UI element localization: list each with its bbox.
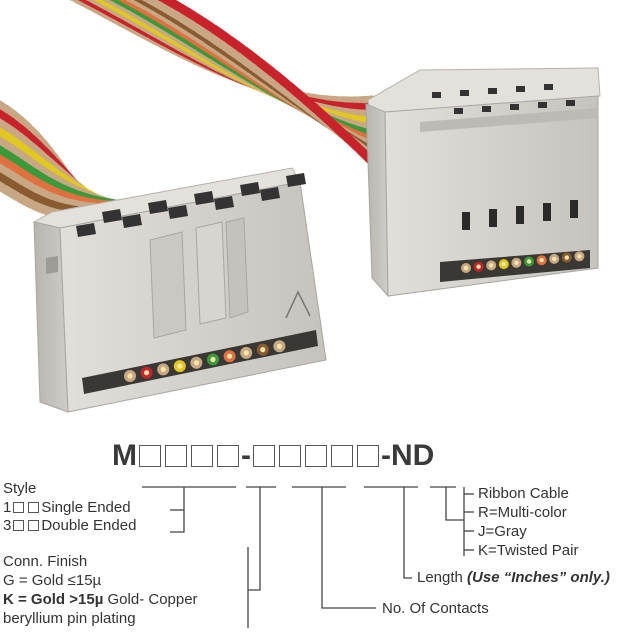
part-number-box <box>305 445 327 467</box>
part-number-box <box>139 445 161 467</box>
conn-finish-code: K = Gold >15µ <box>3 591 104 608</box>
length-note: (Use “Inches” only.) <box>467 569 610 586</box>
connector-right <box>365 67 601 298</box>
ribbon-cable-top <box>69 0 395 184</box>
style-option-code: 3 <box>3 517 12 534</box>
contacts-label: No. Of Contacts <box>382 600 489 617</box>
leader-lines <box>142 486 474 628</box>
style-option-single: 1 Single Ended <box>3 499 131 517</box>
style-option-label: Double Ended <box>41 517 137 534</box>
length-label: Length (Use “Inches” only.) <box>417 569 610 587</box>
code-box <box>13 520 25 531</box>
part-number-prefix: M <box>112 439 137 472</box>
part-number-box <box>357 445 379 467</box>
length-text: Length <box>417 569 468 586</box>
part-number-box <box>279 445 301 467</box>
part-number-box <box>191 445 213 467</box>
cable-option-twisted: K=Twisted Pair <box>478 542 579 559</box>
part-number: M - - ND <box>112 438 434 474</box>
conn-finish-heading: Conn. Finish <box>3 553 88 570</box>
cable-option-multicolor: R=Multi-color <box>478 504 567 521</box>
part-number-box <box>217 445 239 467</box>
cable-option-gray: J=Gray <box>478 523 527 540</box>
style-option-double: 3 Double Ended <box>3 517 136 535</box>
part-number-box <box>165 445 187 467</box>
part-number-box <box>253 445 275 467</box>
conn-finish-desc: Gold- Copper <box>103 591 198 608</box>
code-box <box>28 520 40 531</box>
part-number-separator: - <box>381 439 391 472</box>
code-box <box>13 502 25 513</box>
style-heading: Style <box>3 480 37 497</box>
style-option-code: 1 <box>3 499 12 516</box>
conn-finish-gold-standard: G = Gold ≤15µ <box>3 572 102 589</box>
style-option-label: Single Ended <box>41 499 131 516</box>
part-number-box <box>331 445 353 467</box>
part-number-separator: - <box>241 439 251 472</box>
cable-heading: Ribbon Cable <box>478 485 569 502</box>
connector-left <box>32 167 327 413</box>
cable-assembly-illustration <box>0 0 601 413</box>
conn-finish-plating: beryllium pin plating <box>3 610 136 627</box>
code-box <box>28 502 40 513</box>
part-number-suffix: ND <box>391 439 435 472</box>
conn-finish-gold-heavy: K = Gold >15µ Gold- Copper <box>3 591 198 609</box>
